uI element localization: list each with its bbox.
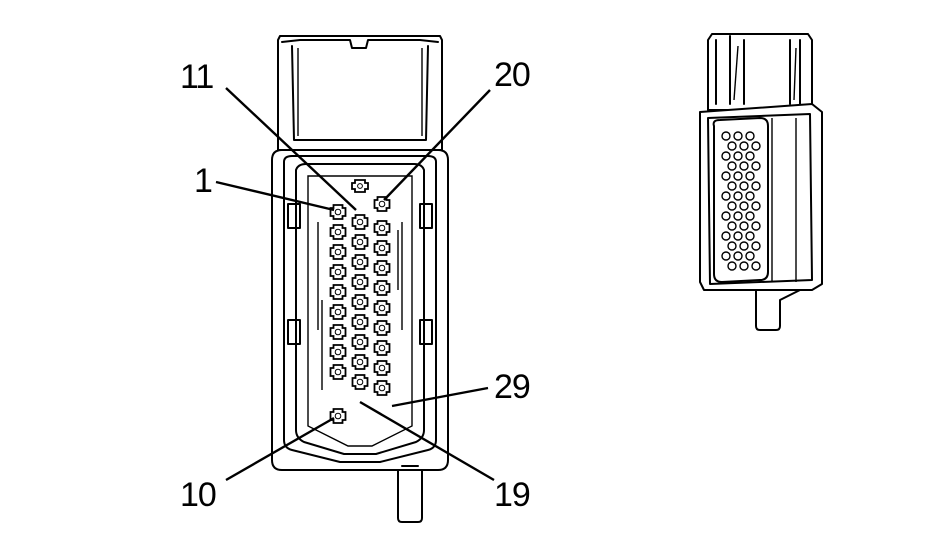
terminal-cavity [373, 240, 391, 256]
side-terminal-cavity [733, 231, 743, 241]
leader-pin-20 [383, 89, 491, 201]
side-terminal-cavity [727, 161, 737, 171]
terminal-cavity [329, 244, 347, 260]
terminal-cavity [329, 264, 347, 280]
terminal-cavity [329, 364, 347, 380]
terminal-cavity [373, 196, 391, 212]
side-terminal-cavity [727, 141, 737, 151]
terminal-cavity [373, 280, 391, 296]
terminal-cavity [351, 234, 369, 250]
terminal-cavity [351, 214, 369, 230]
leader-pin-19 [359, 400, 495, 482]
side-terminal-cavity [721, 251, 731, 261]
side-terminal-cavity [733, 151, 743, 161]
terminal-cavity [373, 340, 391, 356]
terminal-cavity [373, 380, 391, 396]
side-terminal-cavity [751, 141, 761, 151]
terminal-cavity [351, 354, 369, 370]
side-terminal-cavity [721, 151, 731, 161]
terminal-cavity [351, 334, 369, 350]
terminal-cavity [373, 300, 391, 316]
side-terminal-cavity [751, 201, 761, 211]
side-terminal-cavity [739, 161, 749, 171]
side-terminal-cavity [739, 141, 749, 151]
terminal-cavity [373, 220, 391, 236]
side-terminal-cavity [733, 191, 743, 201]
side-terminal-cavity [739, 261, 749, 271]
terminal-cavity [351, 274, 369, 290]
side-terminal-cavity [745, 131, 755, 141]
terminal-cavity [351, 374, 369, 390]
side-terminal-cavity [727, 201, 737, 211]
side-terminal-cavity [745, 151, 755, 161]
side-terminal-cavity [727, 221, 737, 231]
leader-pin-1 [215, 180, 335, 212]
callout-pin-1: 1 [194, 162, 212, 200]
terminal-cavity [329, 304, 347, 320]
side-terminal-cavity [745, 211, 755, 221]
side-terminal-cavity [751, 181, 761, 191]
leader-pin-29 [391, 386, 489, 408]
side-terminal-cavity [721, 191, 731, 201]
terminal-cavity [373, 260, 391, 276]
terminal-cavity [329, 324, 347, 340]
side-terminal-cavity [751, 241, 761, 251]
side-terminal-cavity [721, 171, 731, 181]
side-terminal-cavity [721, 231, 731, 241]
side-terminal-cavity [727, 261, 737, 271]
terminal-cavity [329, 224, 347, 240]
side-terminal-cavity [733, 211, 743, 221]
terminal-cavity [373, 360, 391, 376]
side-terminal-cavity [733, 171, 743, 181]
side-terminal-cavity [733, 251, 743, 261]
terminal-cavity [351, 254, 369, 270]
terminal-cavity [329, 344, 347, 360]
side-terminal-cavity [739, 241, 749, 251]
terminal-cavity [351, 179, 369, 193]
side-terminal-cavity [739, 201, 749, 211]
connector-front-view [271, 35, 449, 523]
side-terminal-cavity [721, 211, 731, 221]
terminal-cavity [329, 408, 347, 424]
callout-pin-29: 29 [494, 368, 530, 406]
callout-pin-10: 10 [180, 476, 216, 514]
terminal-cavity [351, 294, 369, 310]
side-terminal-cavity [739, 181, 749, 191]
side-terminal-cavity [721, 131, 731, 141]
side-terminal-cavity [745, 171, 755, 181]
side-terminal-cavity [733, 131, 743, 141]
side-terminal-cavity [745, 251, 755, 261]
terminal-cavity [351, 314, 369, 330]
side-terminal-cavity [751, 221, 761, 231]
side-terminal-cavity [745, 231, 755, 241]
side-view-terminal-cavities [721, 131, 761, 271]
side-terminal-cavity [751, 161, 761, 171]
side-terminal-cavity [739, 221, 749, 231]
callout-pin-20: 20 [494, 56, 530, 94]
terminal-cavity [329, 204, 347, 220]
terminal-cavity [373, 320, 391, 336]
terminal-cavity [329, 284, 347, 300]
leader-pin-10 [225, 416, 335, 482]
side-terminal-cavity [727, 241, 737, 251]
side-terminal-cavity [751, 261, 761, 271]
leader-lines [215, 87, 495, 482]
terminal-cavities [329, 179, 391, 424]
connector-side-view [699, 33, 823, 331]
callout-pin-11: 11 [180, 58, 213, 96]
leader-pin-11 [225, 87, 357, 211]
side-terminal-cavity [745, 191, 755, 201]
side-terminal-cavity [727, 181, 737, 191]
callout-pin-19: 19 [494, 476, 530, 514]
